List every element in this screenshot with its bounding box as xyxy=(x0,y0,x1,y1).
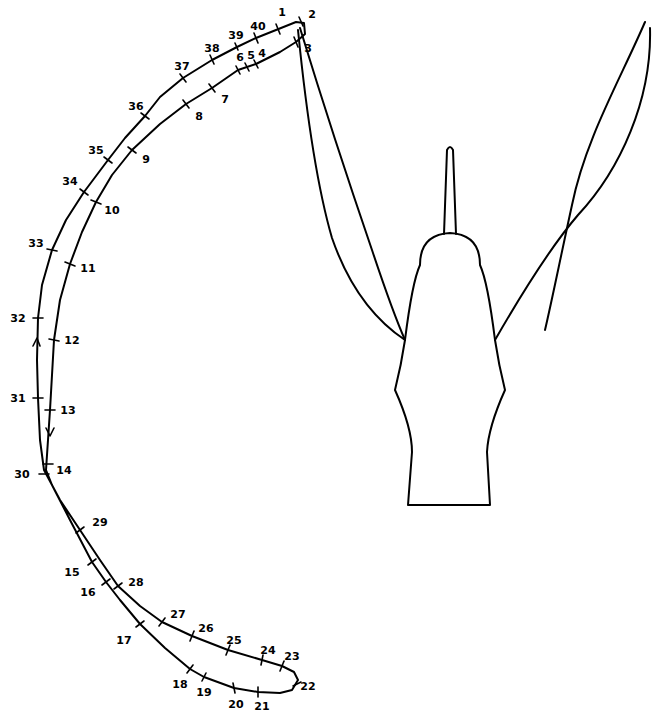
callout-number: 17 xyxy=(116,635,131,646)
callout-number: 7 xyxy=(221,94,229,105)
callout-number: 36 xyxy=(128,101,143,112)
callout-number: 12 xyxy=(64,335,79,346)
callout-number: 25 xyxy=(226,635,241,646)
callout-number: 29 xyxy=(92,517,107,528)
callout-number: 20 xyxy=(228,699,243,710)
callout-number: 33 xyxy=(28,238,43,249)
wingtip-path xyxy=(37,22,305,693)
callout-number: 39 xyxy=(228,30,243,41)
callout-number: 16 xyxy=(80,587,95,598)
callout-number: 30 xyxy=(14,469,29,480)
callout-number: 40 xyxy=(250,21,265,32)
callout-number: 15 xyxy=(64,567,79,578)
callout-number: 14 xyxy=(56,465,71,476)
direction-arrows xyxy=(33,338,54,436)
callout-number: 2 xyxy=(308,9,316,20)
callout-number: 22 xyxy=(300,681,315,692)
callout-number: 37 xyxy=(174,61,189,72)
bird-outline xyxy=(298,22,650,505)
callout-number: 3 xyxy=(304,43,312,54)
callout-number: 32 xyxy=(10,313,25,324)
callout-number: 10 xyxy=(104,205,119,216)
callout-number: 9 xyxy=(142,154,150,165)
callout-number: 38 xyxy=(204,43,219,54)
callout-number: 34 xyxy=(62,176,77,187)
callout-number: 8 xyxy=(195,111,203,122)
callout-number: 28 xyxy=(128,577,143,588)
callout-number: 19 xyxy=(196,687,211,698)
callout-number: 24 xyxy=(260,645,275,656)
callout-number: 31 xyxy=(10,393,25,404)
callout-number: 11 xyxy=(80,263,95,274)
callout-number: 6 xyxy=(236,52,244,63)
callout-number: 23 xyxy=(284,651,299,662)
tick-marks xyxy=(33,17,303,697)
callout-number: 35 xyxy=(88,145,103,156)
callout-number: 26 xyxy=(198,623,213,634)
callout-number: 21 xyxy=(254,701,269,712)
callout-number: 4 xyxy=(258,48,266,59)
callout-number: 13 xyxy=(60,405,75,416)
callout-number: 5 xyxy=(247,50,255,61)
callout-number: 18 xyxy=(172,679,187,690)
callout-number: 27 xyxy=(170,609,185,620)
callout-number: 1 xyxy=(278,7,286,18)
